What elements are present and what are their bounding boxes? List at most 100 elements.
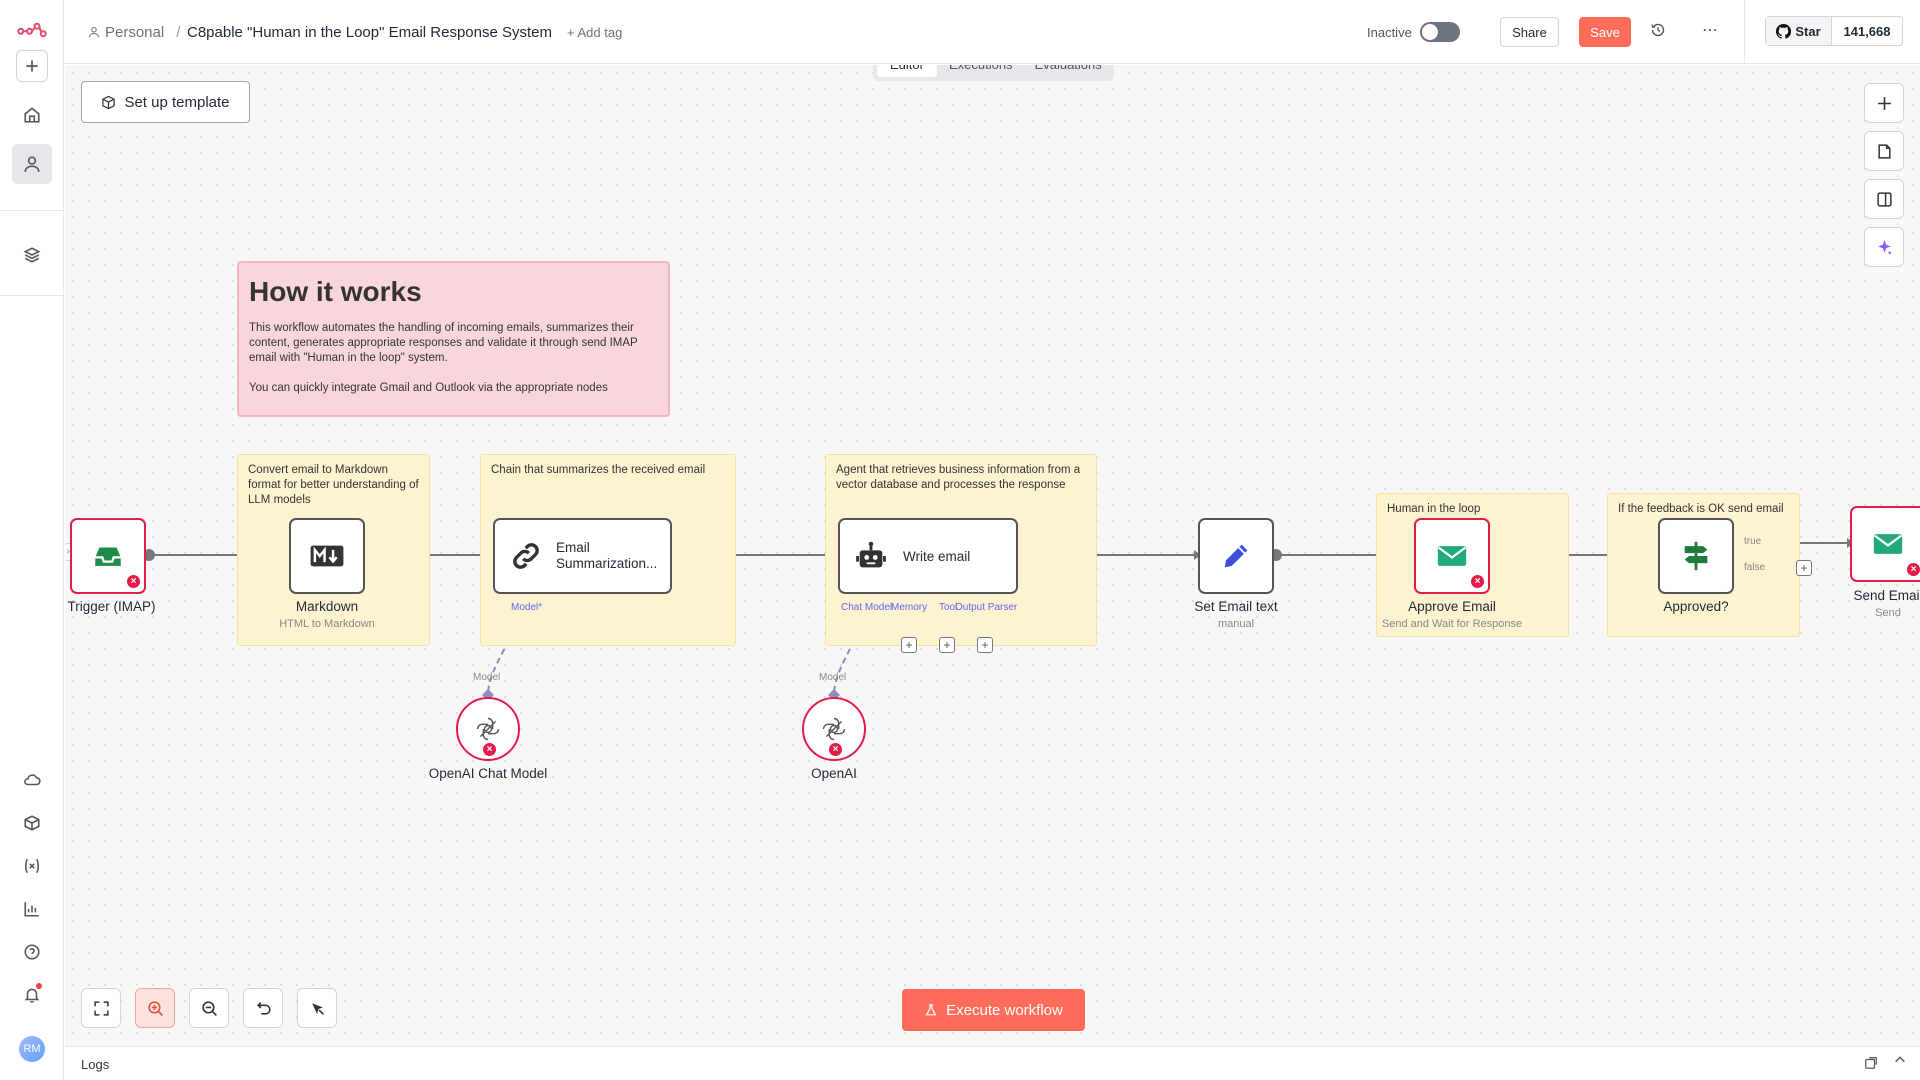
node-approve-email[interactable]: ×: [1414, 518, 1490, 594]
node-approved-if[interactable]: [1658, 518, 1734, 594]
openai-icon: [822, 717, 846, 741]
node-openai-label: OpenAI: [811, 766, 857, 781]
variables-icon[interactable]: [12, 846, 52, 886]
node-send-email[interactable]: ×: [1850, 506, 1920, 582]
error-icon: ×: [483, 743, 496, 756]
top-header: Personal / C8pable "Human in the Loop" E…: [64, 0, 1920, 64]
node-approve-label: Approve Email: [1408, 599, 1496, 614]
ai-assistant-sparkle-icon[interactable]: [1864, 227, 1904, 267]
help-icon[interactable]: [12, 932, 52, 972]
cloud-icon[interactable]: [12, 760, 52, 800]
more-options-icon[interactable]: ⋯: [1702, 22, 1718, 39]
fit-view-icon[interactable]: [81, 988, 121, 1028]
port-true: true: [1744, 536, 1762, 547]
workflow-canvas[interactable]: › Set up template Editor Executions Eval…: [65, 65, 1920, 1046]
node-send-sub: Send: [1875, 607, 1901, 619]
personal-user-icon[interactable]: [12, 144, 52, 184]
breadcrumb-separator: /: [176, 23, 181, 41]
tab-evaluations[interactable]: Evaluations: [1025, 65, 1112, 77]
github-star-button[interactable]: Star 141,668: [1765, 16, 1903, 46]
save-button[interactable]: Save: [1579, 17, 1631, 47]
chevron-up-icon[interactable]: [1893, 1053, 1909, 1073]
sticky-how-it-works[interactable]: How it works This workflow automates the…: [237, 261, 670, 417]
error-icon: ×: [1471, 575, 1484, 588]
breadcrumb[interactable]: Personal /: [88, 0, 192, 64]
add-memory-button[interactable]: +: [939, 637, 955, 653]
how-it-works-body2: You can quickly integrate Gmail and Outl…: [249, 382, 608, 394]
side-panel-icon[interactable]: [1864, 179, 1904, 219]
node-markdown[interactable]: [289, 518, 365, 594]
node-openai-chat-model[interactable]: ×: [456, 697, 520, 761]
node-approved-label: Approved?: [1663, 599, 1729, 614]
node-email-summarization[interactable]: Email Summarization...: [493, 518, 672, 594]
tab-executions[interactable]: Executions: [937, 65, 1025, 77]
toggle-knob: [1422, 24, 1438, 40]
templates-icon[interactable]: [12, 803, 52, 843]
home-icon[interactable]: [12, 95, 52, 135]
node-send-label: Send Email: [1853, 588, 1920, 603]
node-email-trigger[interactable]: ×: [70, 518, 146, 594]
port-output-parser: Output Parser: [955, 602, 1018, 613]
notification-dot: [36, 983, 42, 989]
port-false: false: [1744, 562, 1766, 573]
error-icon: ×: [127, 575, 140, 588]
user-avatar[interactable]: RM: [19, 1036, 45, 1062]
envelope-icon: [1437, 546, 1467, 566]
add-icon[interactable]: [16, 50, 48, 82]
history-icon[interactable]: [1650, 22, 1670, 42]
n8n-logo-icon[interactable]: [12, 10, 52, 50]
logs-label: Logs: [81, 1056, 110, 1072]
how-it-works-title: How it works: [249, 276, 422, 307]
openai-icon: [476, 717, 500, 741]
inbox-icon: [95, 547, 121, 566]
node-set-email-sub: manual: [1217, 618, 1255, 630]
active-toggle[interactable]: [1420, 22, 1460, 42]
how-it-works-body1: This workflow automates the handling of …: [249, 322, 638, 364]
rail-divider: [0, 210, 64, 211]
execute-label: Execute workflow: [946, 1001, 1063, 1019]
node-markdown-label: Markdown: [295, 599, 359, 614]
error-icon: ×: [1907, 563, 1920, 576]
port-memory: Memory: [891, 602, 928, 613]
setup-template-label: Set up template: [124, 93, 230, 111]
add-tag-link[interactable]: + Add tag: [567, 24, 623, 40]
layers-icon[interactable]: [12, 235, 52, 275]
add-tool-button[interactable]: +: [977, 637, 993, 653]
user-icon: [88, 26, 100, 38]
share-button[interactable]: Share: [1500, 17, 1559, 47]
execute-workflow-button[interactable]: Execute workflow: [902, 989, 1085, 1031]
logs-panel-bar[interactable]: Logs: [65, 1046, 1920, 1080]
error-icon: ×: [829, 743, 842, 756]
node-approve-sub: Send and Wait for Response: [1381, 618, 1523, 630]
node-write-email[interactable]: Write email: [838, 518, 1018, 594]
markdown-icon: [310, 545, 344, 567]
pencil-icon: [1224, 544, 1248, 568]
add-node-button[interactable]: [1864, 83, 1904, 123]
port-model-label: Model: [819, 672, 847, 683]
workflow-title[interactable]: C8pable "Human in the Loop" Email Respon…: [187, 23, 553, 41]
breadcrumb-project[interactable]: Personal: [105, 23, 165, 41]
sticky-chain-text: Chain that summarizes the received email: [491, 464, 706, 476]
add-chat-model-button[interactable]: +: [901, 637, 917, 653]
port-chat-model: Chat Model: [841, 602, 893, 613]
header-divider: [1744, 0, 1745, 64]
sticky-note-icon[interactable]: [1864, 131, 1904, 171]
reset-zoom-icon[interactable]: [243, 988, 283, 1028]
setup-template-button[interactable]: Set up template: [81, 81, 250, 123]
zoom-out-icon[interactable]: [189, 988, 229, 1028]
add-false-branch-button[interactable]: +: [1796, 560, 1812, 576]
tidy-up-wand-icon[interactable]: [297, 988, 337, 1028]
tab-editor[interactable]: Editor: [877, 65, 937, 77]
notifications-bell-icon[interactable]: [12, 975, 52, 1015]
sticky-markdown-text: Convert email to Markdown format for bet…: [248, 464, 419, 506]
port-model-label: Model: [473, 672, 501, 683]
view-tabs: Editor Executions Evaluations: [873, 65, 1114, 81]
sticky-feedback-text: If the feedback is OK send email: [1618, 503, 1784, 515]
node-openai[interactable]: ×: [802, 697, 866, 761]
node-set-email-text[interactable]: [1198, 518, 1274, 594]
zoom-in-icon[interactable]: [135, 988, 175, 1028]
node-write-email-label: Write email: [903, 548, 971, 564]
insights-chart-icon[interactable]: [12, 889, 52, 929]
pop-out-icon[interactable]: [1864, 1056, 1880, 1072]
sticky-human-text: Human in the loop: [1387, 503, 1481, 515]
